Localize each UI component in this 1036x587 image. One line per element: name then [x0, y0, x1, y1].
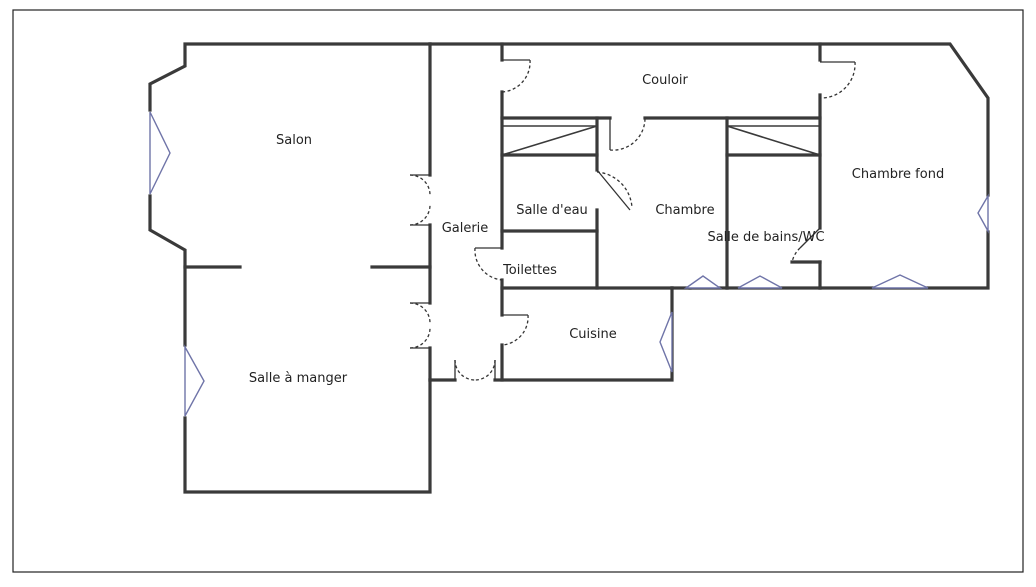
window-salon: [149, 111, 171, 195]
room-labels: Salon Salle à manger Galerie Couloir Sal…: [249, 73, 944, 386]
room-label-salle-d-eau: Salle d'eau: [516, 203, 588, 218]
interior-walls: [183, 42, 822, 382]
plan-frame: [12, 9, 1024, 573]
room-label-toilettes: Toilettes: [502, 263, 557, 278]
window-cuisine: [659, 311, 673, 373]
window-sdb: [737, 275, 783, 289]
windows: [149, 111, 989, 417]
window-salle-a-manger: [184, 344, 205, 417]
room-label-salle-a-manger: Salle à manger: [249, 371, 348, 386]
window-chambre-fond-bottom: [871, 274, 929, 289]
room-label-galerie: Galerie: [442, 221, 489, 236]
room-label-salon: Salon: [276, 133, 312, 148]
room-label-couloir: Couloir: [642, 73, 688, 88]
room-label-chambre: Chambre: [655, 203, 714, 218]
window-chambre-1: [683, 275, 723, 289]
room-label-cuisine: Cuisine: [569, 327, 617, 342]
exterior-walls: [148, 42, 990, 494]
window-chambre-fond: [977, 193, 989, 234]
room-label-chambre-fond: Chambre fond: [852, 167, 944, 182]
room-label-salle-de-bains-wc: Salle de bains/WC: [707, 230, 824, 245]
doors: [409, 59, 856, 381]
